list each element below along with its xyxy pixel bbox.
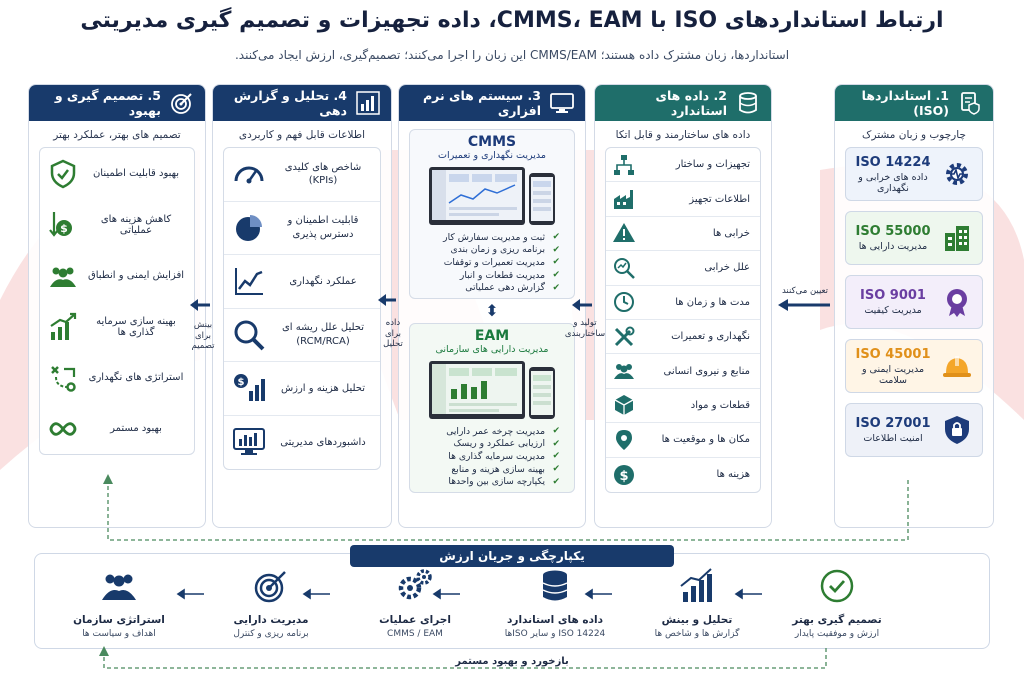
- list-item: ✔بهینه سازی هزینه و منابع: [451, 463, 560, 475]
- column-subtitle: داده های ساختارمند و قابل اتکا: [615, 129, 751, 141]
- value-flow-title: یکپارچگی و جریان ارزش: [350, 545, 674, 567]
- list-item: ✔مدیریت چرخه عمر دارایی: [446, 425, 560, 437]
- check-icon: ✔: [552, 438, 560, 449]
- column-subtitle: چارچوب و زبان مشترک: [862, 129, 966, 141]
- pie-chart-icon: [232, 211, 266, 245]
- check-icon: ✔: [552, 282, 560, 293]
- column-subtitle: تصمیم های بهتر، عملکرد بهتر: [53, 129, 181, 141]
- growth-chart-icon: [677, 566, 717, 606]
- check-icon: ✔: [552, 257, 560, 268]
- flow-step: اجرای عملیات CMMS / EAM: [340, 566, 490, 639]
- location-pin-icon: [612, 428, 636, 452]
- list-item: هزینه ها$: [606, 458, 760, 492]
- monitor-icon: [549, 90, 575, 116]
- column-title: 5. تصمیم گیری و بهبود: [54, 88, 161, 118]
- svg-text:$: $: [619, 469, 628, 484]
- page-title: ارتباط استانداردهای ISO با CMMS، EAM، دا…: [80, 8, 944, 33]
- line-chart-icon: [232, 264, 266, 298]
- document-shield-icon: [957, 90, 983, 116]
- flow-step: استراتژی سازمان اهداف و سیاست ها: [44, 566, 194, 639]
- bar-chart-icon: [355, 90, 381, 116]
- team-icon: [99, 566, 139, 606]
- column-header: 4. تحلیل و گزارش دهی: [213, 85, 391, 121]
- dashboard-icon: [232, 425, 266, 459]
- check-icon: ✔: [552, 270, 560, 281]
- check-icon: ✔: [552, 476, 560, 487]
- page-subtitle: استانداردها، زبان مشترک داده هستند؛ CMMS…: [234, 48, 790, 62]
- target-icon: [169, 90, 195, 116]
- check-icon: ✔: [552, 464, 560, 475]
- check-circle-icon: [817, 566, 857, 606]
- flow-step: تصمیم گیری بهتر ارزش و موفقیت پایدار: [762, 566, 912, 639]
- eam-feature-list: ✔مدیریت چرخه عمر دارایی ✔ارزیابی عملکرد …: [410, 425, 574, 492]
- cmms-title: CMMS: [467, 134, 517, 150]
- magnifier-icon: [232, 318, 266, 352]
- list-item: ✔ارزیابی عملکرد و ریسک: [453, 438, 560, 450]
- column-header: 1. استانداردها (ISO): [835, 85, 993, 121]
- flow-step: داده های استاندارد ISO 14224 و سایر ISOه…: [480, 566, 630, 639]
- check-icon: ✔: [552, 426, 560, 437]
- svg-text:$: $: [238, 377, 245, 388]
- target-icon: [251, 566, 291, 606]
- database-icon: [735, 90, 761, 116]
- shield-lock-icon: [940, 413, 974, 447]
- gauge-icon: [232, 157, 266, 191]
- list-item: ✔مدیریت سرمایه گذاری ها: [448, 450, 560, 462]
- database-icon: [535, 566, 575, 606]
- feedback-label: بازخورد و بهبود مستمر: [412, 656, 612, 667]
- gears-icon: [395, 566, 435, 606]
- column-title: 4. تحلیل و گزارش دهی: [233, 88, 347, 118]
- list-item: مکان ها و موقعیت ها: [606, 423, 760, 458]
- flow-step: مدیریت دارایی برنامه ریزی و کنترل: [196, 566, 346, 639]
- column-title: 2. داده های استاندارد: [655, 88, 727, 118]
- value-flow-panel: [34, 553, 990, 649]
- dollar-coin-icon: $: [612, 463, 636, 487]
- check-icon: ✔: [552, 244, 560, 255]
- check-icon: ✔: [552, 451, 560, 462]
- list-item: ✔یکپارچه سازی بین واحدها: [448, 476, 560, 488]
- column-header: 5. تصمیم گیری و بهبود: [29, 85, 205, 121]
- list-item: داشبوردهای مدیریتی: [224, 416, 380, 470]
- cost-chart-icon: $: [232, 371, 266, 405]
- column-header: 2. داده های استاندارد: [595, 85, 771, 121]
- column-header: 3. سیستم های نرم افزاری: [399, 85, 585, 121]
- iso-desc: امنیت اطلاعات: [863, 433, 923, 444]
- flow-step: تحلیل و بینش گزارش ها و شاخص ها: [622, 566, 772, 639]
- column-title: 1. استانداردها (ISO): [861, 88, 949, 118]
- column-subtitle: اطلاعات قابل فهم و کاربردی: [238, 129, 366, 141]
- arrow-label: تعیین می‌کنند: [781, 286, 829, 296]
- check-icon: ✔: [552, 232, 560, 243]
- column-title: 3. سیستم های نرم افزاری: [423, 88, 541, 118]
